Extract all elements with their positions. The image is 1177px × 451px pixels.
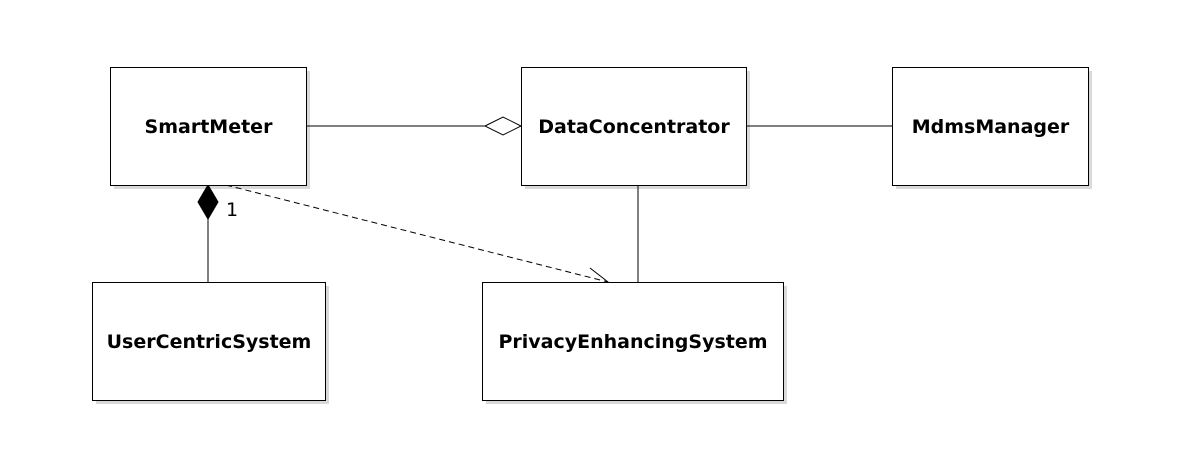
composition-diamond (197, 184, 219, 220)
class-dataconcentrator[interactable]: DataConcentrator (521, 67, 747, 186)
aggregation-diamond (483, 116, 523, 136)
class-smartmeter[interactable]: SmartMeter (110, 67, 307, 186)
class-usercentricsystem[interactable]: UserCentricSystem (92, 282, 326, 401)
class-name-dataconcentrator: DataConcentrator (538, 116, 730, 138)
composition-multiplicity-label: 1 (226, 199, 238, 221)
class-name-smartmeter: SmartMeter (145, 116, 274, 138)
class-mdmsmanager[interactable]: MdmsManager (892, 67, 1089, 186)
smartmeter-privacyenhancing-dependency (225, 184, 609, 283)
class-privacyenhancingsystem[interactable]: PrivacyEnhancingSystem (482, 282, 784, 401)
class-name-privacyenhancingsystem: PrivacyEnhancingSystem (498, 331, 767, 353)
class-name-usercentricsystem: UserCentricSystem (107, 331, 312, 353)
class-name-mdmsmanager: MdmsManager (912, 116, 1070, 138)
